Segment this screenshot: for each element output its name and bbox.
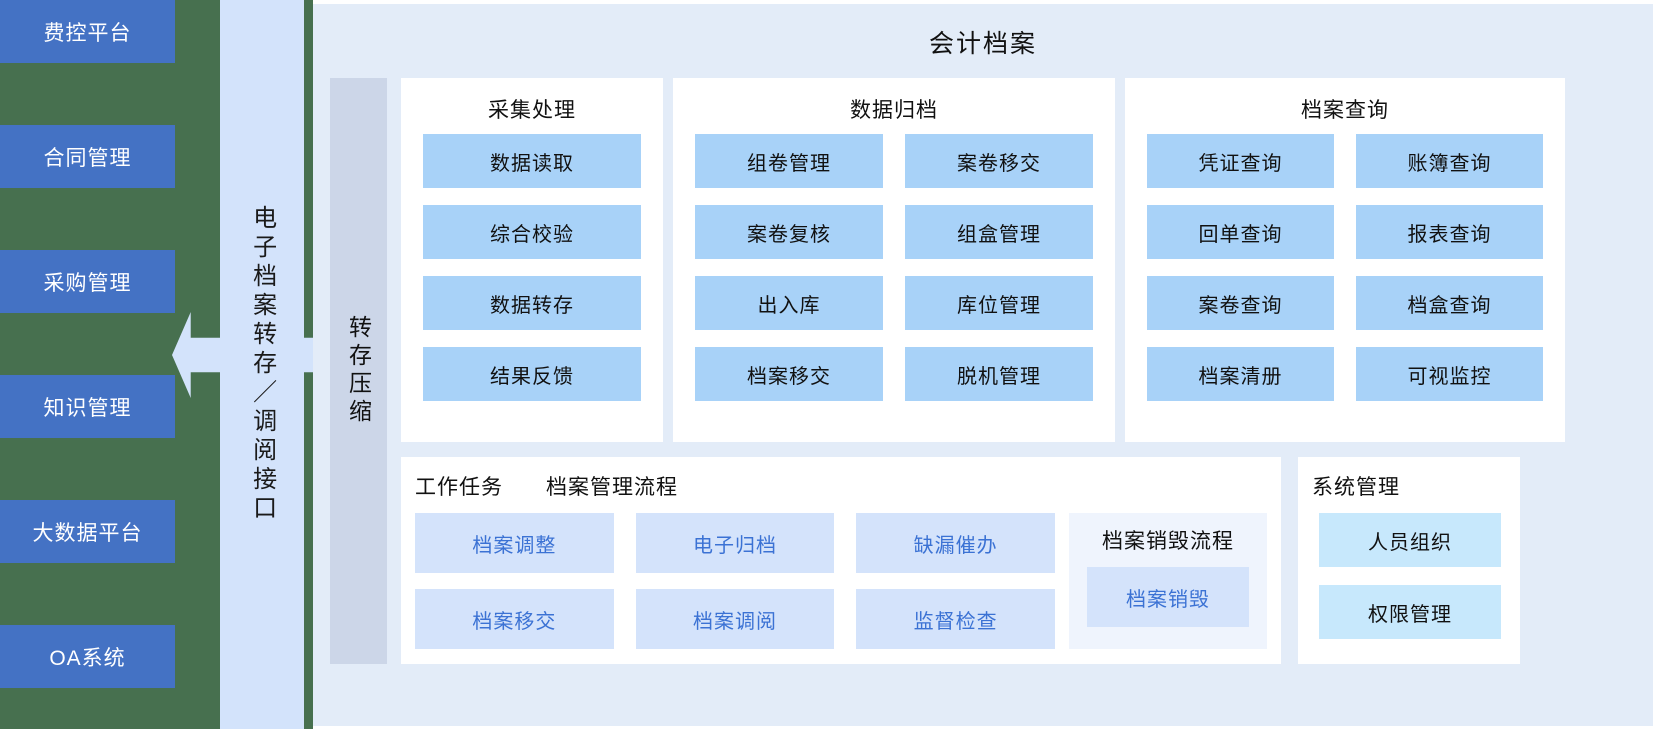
group-item[interactable]: 凭证查询 — [1147, 134, 1334, 188]
arrow-left-icon — [172, 312, 224, 398]
workflow-item[interactable]: 档案调阅 — [635, 589, 835, 649]
interface-band: 电子档案转存／调阅接口 — [220, 0, 304, 729]
group-title: 档案查询 — [1301, 99, 1389, 122]
group-item[interactable]: 档案移交 — [695, 347, 883, 401]
group-item[interactable]: 回单查询 — [1147, 205, 1334, 259]
group-item[interactable]: 脱机管理 — [905, 347, 1093, 401]
sidebar-item-label: 费控平台 — [43, 21, 132, 45]
group-item[interactable]: 出入库 — [695, 276, 883, 330]
group-item[interactable]: 档案清册 — [1147, 347, 1334, 401]
sidebar-item-label: 合同管理 — [43, 146, 132, 170]
group-item[interactable]: 案卷移交 — [905, 134, 1093, 188]
group-item[interactable]: 案卷查询 — [1147, 276, 1334, 330]
sidebar-item-1[interactable]: 合同管理 — [0, 125, 175, 188]
page-title: 会计档案 — [928, 30, 1037, 58]
workflow-item[interactable]: 缺漏催办 — [856, 513, 1055, 573]
destroy-flow-title: 档案销毁流程 — [1102, 530, 1234, 553]
group-item[interactable]: 数据读取 — [423, 134, 641, 188]
sidebar-item-0[interactable]: 费控平台 — [0, 0, 175, 63]
workflow-item[interactable]: 电子归档 — [635, 513, 835, 573]
group-card-1: 数据归档组卷管理案卷移交案卷复核组盒管理出入库库位管理档案移交脱机管理 — [673, 78, 1115, 442]
destroy-flow-box: 档案销毁流程 档案销毁 — [1069, 513, 1267, 649]
group-item[interactable]: 结果反馈 — [423, 347, 641, 401]
sidebar-item-2[interactable]: 采购管理 — [0, 250, 175, 313]
group-grid: 数据读取综合校验数据转存结果反馈 — [401, 134, 663, 401]
sidebar-item-5[interactable]: OA系统 — [0, 625, 175, 688]
system-management-item-0[interactable]: 人员组织 — [1319, 513, 1501, 567]
group-item[interactable]: 账簿查询 — [1356, 134, 1543, 188]
sidebar-item-label: 大数据平台 — [32, 521, 143, 545]
group-item[interactable]: 案卷复核 — [695, 205, 883, 259]
group-item[interactable]: 档盒查询 — [1356, 276, 1543, 330]
sidebar-item-label: 知识管理 — [43, 396, 132, 420]
group-card-2: 档案查询凭证查询账簿查询回单查询报表查询案卷查询档盒查询档案清册可视监控 — [1125, 78, 1565, 442]
group-title: 数据归档 — [850, 99, 938, 122]
group-item[interactable]: 数据转存 — [423, 276, 641, 330]
workflow-item[interactable]: 档案移交 — [415, 589, 614, 649]
group-item[interactable]: 组卷管理 — [695, 134, 883, 188]
system-management-title: 系统管理 — [1312, 476, 1400, 499]
workflow-item[interactable]: 档案调整 — [415, 513, 614, 573]
group-item[interactable]: 报表查询 — [1356, 205, 1543, 259]
sidebar-item-4[interactable]: 大数据平台 — [0, 500, 175, 563]
workflow-heading-task: 工作任务 — [415, 476, 503, 499]
sidebar-item-3[interactable]: 知识管理 — [0, 375, 175, 438]
main-panel: 会计档案 转存压缩 采集处理数据读取综合校验数据转存结果反馈数据归档组卷管理案卷… — [313, 4, 1653, 726]
group-grid: 组卷管理案卷移交案卷复核组盒管理出入库库位管理档案移交脱机管理 — [673, 134, 1115, 401]
group-item[interactable]: 综合校验 — [423, 205, 641, 259]
interface-label: 电子档案转存／调阅接口 — [248, 205, 276, 524]
group-item[interactable]: 库位管理 — [905, 276, 1093, 330]
group-title: 采集处理 — [488, 99, 576, 122]
workflow-item[interactable]: 监督检查 — [856, 589, 1055, 649]
sidebar-item-label: OA系统 — [49, 646, 126, 670]
workflow-grid: 档案调整电子归档缺漏催办档案移交档案调阅监督检查 — [415, 513, 1055, 649]
system-management-item-1[interactable]: 权限管理 — [1319, 585, 1501, 639]
workflow-heading-flow: 档案管理流程 — [546, 476, 678, 499]
system-management-card: 系统管理 人员组织 权限管理 — [1298, 457, 1520, 664]
destroy-flow-item[interactable]: 档案销毁 — [1087, 567, 1249, 627]
group-item[interactable]: 组盒管理 — [905, 205, 1093, 259]
group-grid: 凭证查询账簿查询回单查询报表查询案卷查询档盒查询档案清册可视监控 — [1125, 134, 1565, 401]
compress-column: 转存压缩 — [330, 78, 387, 664]
group-card-0: 采集处理数据读取综合校验数据转存结果反馈 — [401, 78, 663, 442]
compress-label: 转存压缩 — [345, 315, 372, 427]
workflow-card: 工作任务 档案管理流程 档案调整电子归档缺漏催办档案移交档案调阅监督检查 档案销… — [401, 457, 1281, 664]
external-systems-column: 费控平台 合同管理 采购管理 知识管理 大数据平台 OA系统 电子档案转存／调阅… — [0, 0, 352, 729]
sidebar-item-label: 采购管理 — [43, 271, 132, 295]
group-item[interactable]: 可视监控 — [1356, 347, 1543, 401]
